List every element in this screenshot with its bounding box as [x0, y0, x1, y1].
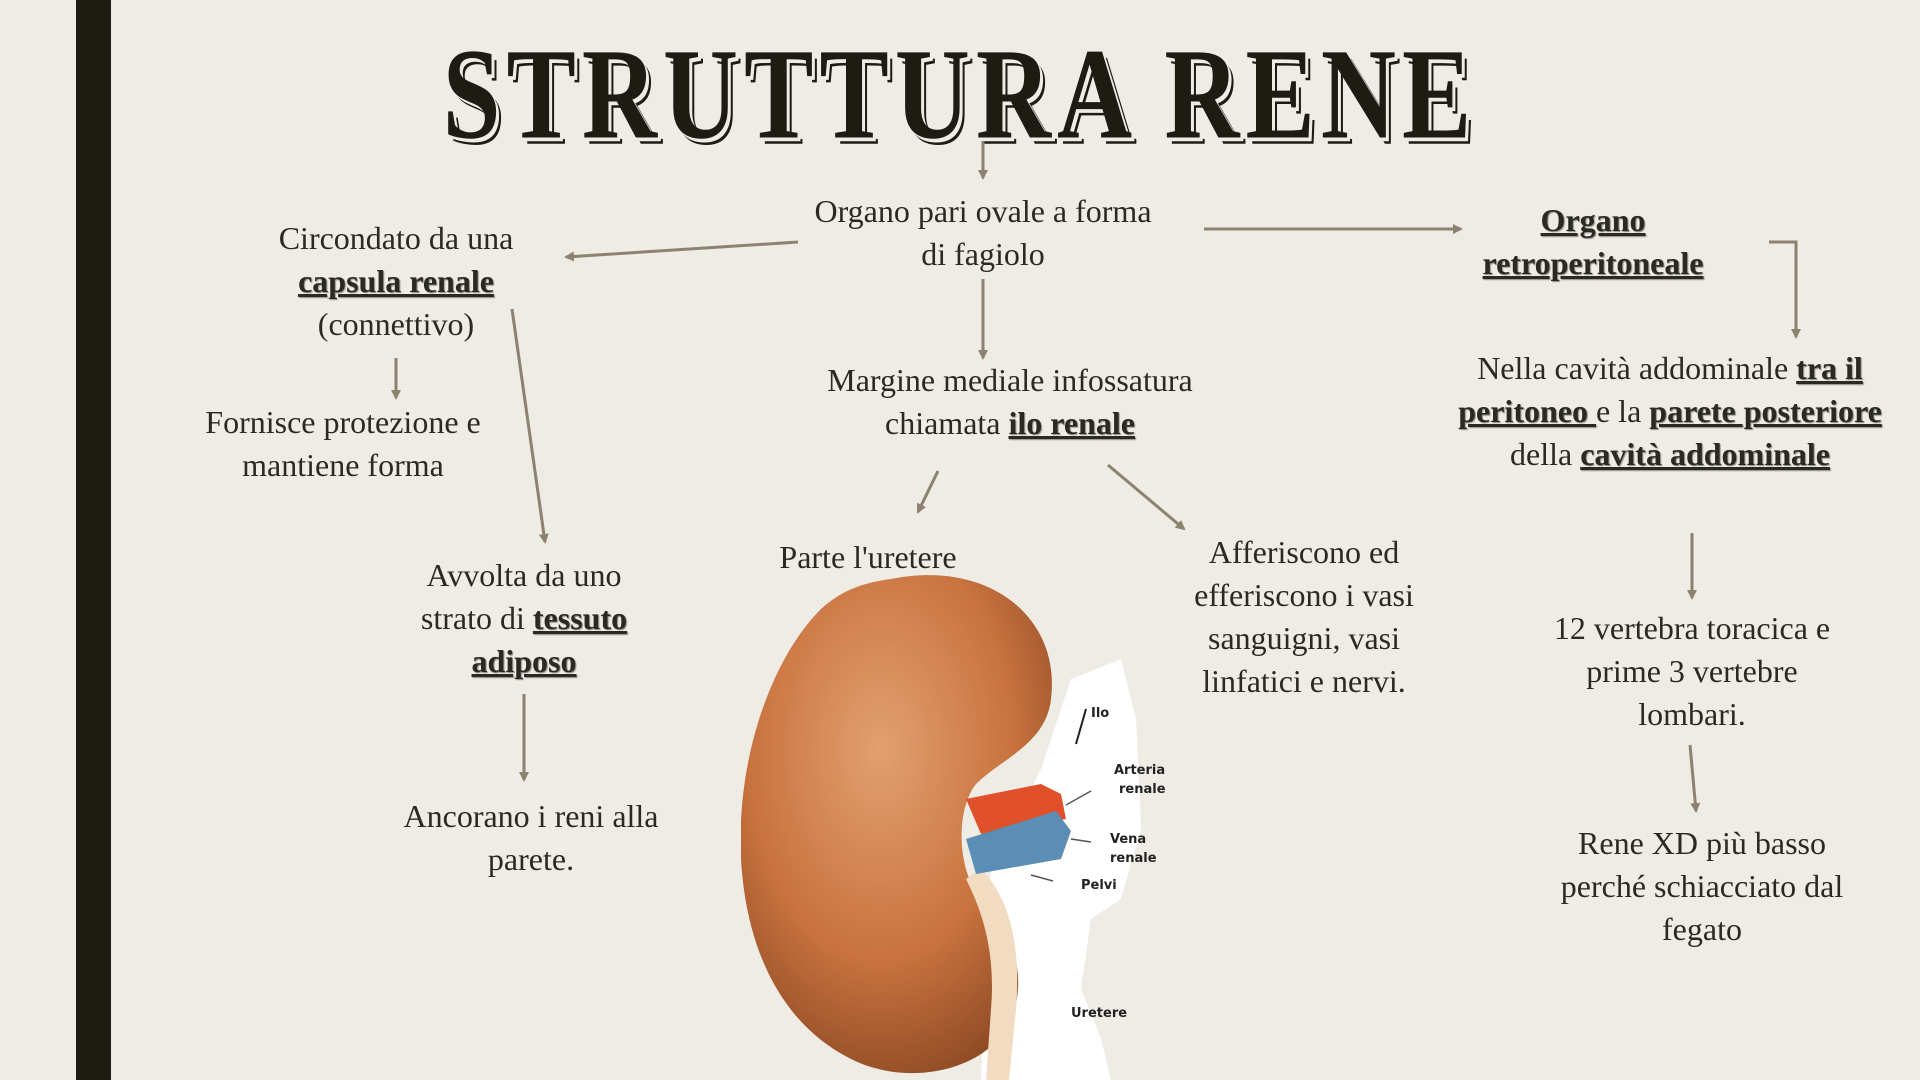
- keyword: Organo: [1540, 202, 1646, 238]
- text-line: prime 3 vertebre: [1586, 653, 1798, 689]
- keyword: adiposo: [471, 643, 577, 679]
- keyword: tra il: [1796, 350, 1863, 386]
- text-line: lombari.: [1638, 696, 1746, 732]
- text-line: strato di tessuto: [421, 597, 627, 640]
- text-line: della cavità addominale: [1458, 433, 1882, 476]
- label-arteria: Arteria: [1114, 763, 1165, 778]
- label-vena-renale: renale: [1110, 851, 1157, 866]
- text: e la: [1595, 393, 1650, 429]
- keyword: tessuto: [532, 600, 628, 636]
- retro-node: Organo retroperitoneale: [1483, 199, 1704, 285]
- text-line: Nella cavità addominale tra il: [1458, 347, 1882, 390]
- text: della: [1510, 436, 1581, 472]
- capsula-node: Circondato da una capsula renale (connet…: [279, 217, 514, 346]
- text-line: Organo pari ovale a forma: [814, 193, 1152, 229]
- text-line: Parte l'uretere: [779, 539, 957, 575]
- text-line: fegato: [1662, 911, 1742, 947]
- text-line: peritoneo e la parete posteriore: [1458, 390, 1882, 433]
- leader-vena: [1070, 838, 1092, 843]
- label-vena: Vena: [1110, 832, 1146, 847]
- leader-arteria: [1065, 790, 1092, 806]
- keyword: peritoneo: [1458, 393, 1596, 429]
- text-line: sanguigni, vasi: [1208, 620, 1400, 656]
- arrow-ilo-vasi: [1107, 463, 1186, 531]
- text-line: Rene XD più basso: [1578, 825, 1826, 861]
- arrow-vertebre-renexd: [1688, 744, 1701, 813]
- text-line: perché schiacciato dal: [1560, 868, 1844, 904]
- renal-vein: [966, 811, 1071, 874]
- text-line: Ancorano i reni alla: [403, 798, 659, 834]
- diagram-background: [981, 659, 1141, 1080]
- text-line: Avvolta da uno: [426, 557, 622, 593]
- leader-pelvi: [1030, 874, 1054, 882]
- protezione-node: Fornisce protezione e mantiene forma: [205, 401, 480, 487]
- text-line: (connettivo): [317, 306, 475, 342]
- renexd-node: Rene XD più basso perché schiacciato dal…: [1561, 822, 1844, 951]
- keyword: parete posteriore: [1649, 393, 1882, 429]
- text: strato di: [420, 600, 533, 636]
- text-line: Afferiscono ed: [1208, 534, 1400, 570]
- text-line: mantiene forma: [242, 447, 444, 483]
- cavita-node: Nella cavità addominale tra il peritoneo…: [1458, 347, 1882, 476]
- arrow-retro-cavita: [1769, 240, 1801, 339]
- kidney-illustration: Ilo Arteria renale Vena renale Pelvi Ure…: [741, 575, 1166, 1080]
- label-arteria-renale: renale: [1119, 782, 1166, 797]
- adiposo-node: Avvolta da uno strato di tessuto adiposo: [421, 554, 627, 683]
- keyword: retroperitoneale: [1482, 245, 1704, 281]
- vasi-node: Afferiscono ed efferiscono i vasi sangui…: [1194, 531, 1414, 703]
- text-line: Circondato da una: [278, 220, 514, 256]
- text-line: Margine mediale infossatura: [827, 362, 1193, 398]
- text: chiamata: [885, 405, 1009, 441]
- text-line: linfatici e nervi.: [1202, 663, 1406, 699]
- ureter-shape: [966, 869, 1018, 1080]
- ilo-node: Margine mediale infossatura chiamata ilo…: [827, 359, 1193, 445]
- arrow-center-capsula: [564, 240, 799, 262]
- keyword: capsula renale: [298, 263, 494, 299]
- leader-ilo: [1075, 708, 1087, 745]
- text: Nella cavità addominale: [1477, 350, 1797, 386]
- label-pelvi: Pelvi: [1081, 878, 1117, 893]
- text-line: 12 vertebra toracica e: [1553, 610, 1831, 646]
- text-line: efferiscono i vasi: [1194, 577, 1414, 613]
- vertebre-node: 12 vertebra toracica e prime 3 vertebre …: [1554, 607, 1830, 736]
- arrow-ilo-uretere: [916, 470, 940, 514]
- ancorano-node: Ancorano i reni alla parete.: [404, 795, 659, 881]
- keyword: ilo renale: [1008, 405, 1135, 441]
- keyword: cavità addominale: [1580, 436, 1830, 472]
- uretere-node: Parte l'uretere: [779, 536, 956, 579]
- center-node: Organo pari ovale a forma di fagiolo: [814, 190, 1151, 276]
- text-line: chiamata ilo renale: [827, 402, 1193, 445]
- label-uretere: Uretere: [1071, 1006, 1127, 1021]
- page-title: STRUTTURA RENE: [442, 22, 1478, 167]
- kidney-shape: [741, 575, 1052, 1074]
- arrow-capsula-adiposo: [510, 308, 549, 544]
- label-ilo: Ilo: [1091, 706, 1109, 721]
- text-line: Fornisce protezione e: [205, 404, 481, 440]
- text-line: di fagiolo: [921, 236, 1045, 272]
- text-line: parete.: [487, 841, 575, 877]
- accent-bar: [76, 0, 111, 1080]
